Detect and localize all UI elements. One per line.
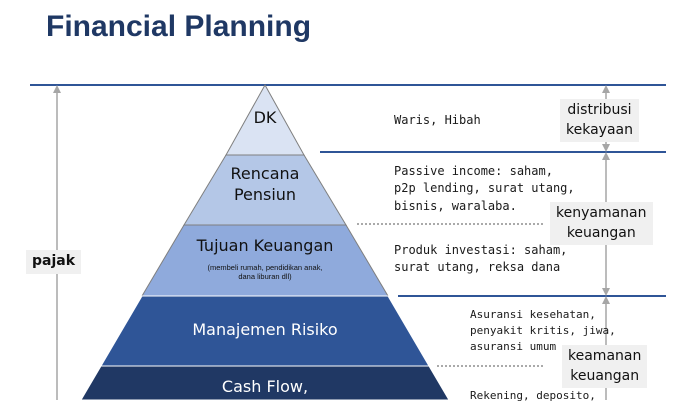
right-arrow-1-foot bbox=[602, 144, 610, 152]
desc-risiko: Asuransi kesehatan, penyakit kritis, jiw… bbox=[470, 308, 616, 353]
tier-label-tujuan-keuangan: Tujuan Keuangan bbox=[196, 236, 334, 255]
desc-tujuan: Produk investasi: saham, surat utang, re… bbox=[394, 243, 568, 275]
tag-distribusi-kekayaan: distribusi kekayaan bbox=[560, 99, 639, 143]
tag-kenyamanan-keuangan: kenyamanan keuangan bbox=[550, 202, 653, 246]
desc-pensiun: Passive income: saham, p2p lending, sura… bbox=[394, 164, 575, 213]
tier-label-dk: DK bbox=[253, 108, 277, 127]
tag-pajak: pajak bbox=[26, 250, 82, 274]
tier-label-rencana-pensiun: Rencana Pensiun bbox=[230, 164, 300, 204]
tier-label-manajemen-risiko: Manajemen Risiko bbox=[192, 320, 338, 339]
desc-cashflow: Rekening, deposito, bbox=[470, 389, 596, 402]
right-arrow-3-head bbox=[602, 296, 610, 304]
right-arrow-2-foot bbox=[602, 288, 610, 296]
tier-notes-tujuan-keuangan: (membeli rumah, pendidikan anak, dana li… bbox=[207, 263, 323, 282]
tier-label-cash-flow: Cash Flow, bbox=[221, 377, 309, 396]
desc-dk: Waris, Hibah bbox=[394, 113, 481, 127]
tier-cash-flow bbox=[80, 365, 450, 400]
tag-keamanan-keuangan: keamanan keuangan bbox=[562, 345, 648, 389]
page-title: Financial Planning bbox=[46, 10, 312, 43]
right-arrow-1-head bbox=[602, 85, 610, 93]
right-arrow-2-head bbox=[602, 152, 610, 160]
left-arrow-head bbox=[53, 85, 61, 93]
